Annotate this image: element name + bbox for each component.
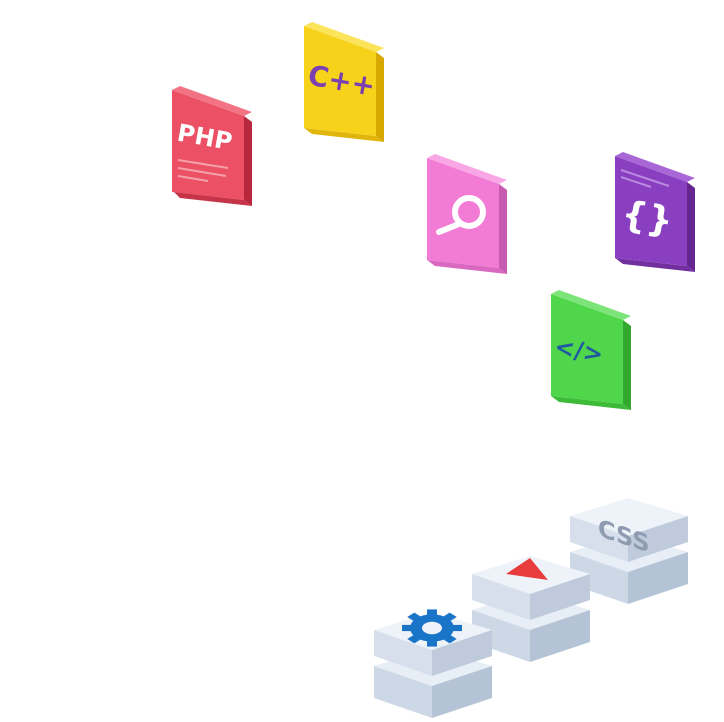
cpp-icon: C++ <box>304 22 384 142</box>
play-triangle-icon <box>506 558 548 580</box>
cpp-tile: C++ <box>300 20 388 145</box>
code-tile: </> <box>547 288 635 413</box>
search-tile <box>423 152 511 277</box>
gear-icon <box>402 609 462 647</box>
search-tile-shape <box>427 154 507 274</box>
curly-braces-icon: {} <box>615 152 695 272</box>
search-icon <box>436 195 486 235</box>
braces-label: {} <box>618 193 676 242</box>
gear-block <box>372 604 494 722</box>
php-tile: PHP <box>168 84 256 209</box>
play-block <box>470 548 592 666</box>
php-icon: PHP <box>172 86 252 206</box>
braces-tile: {} <box>611 150 699 275</box>
css-block: CSS <box>568 490 690 608</box>
code-tag-icon: </> <box>551 290 631 410</box>
